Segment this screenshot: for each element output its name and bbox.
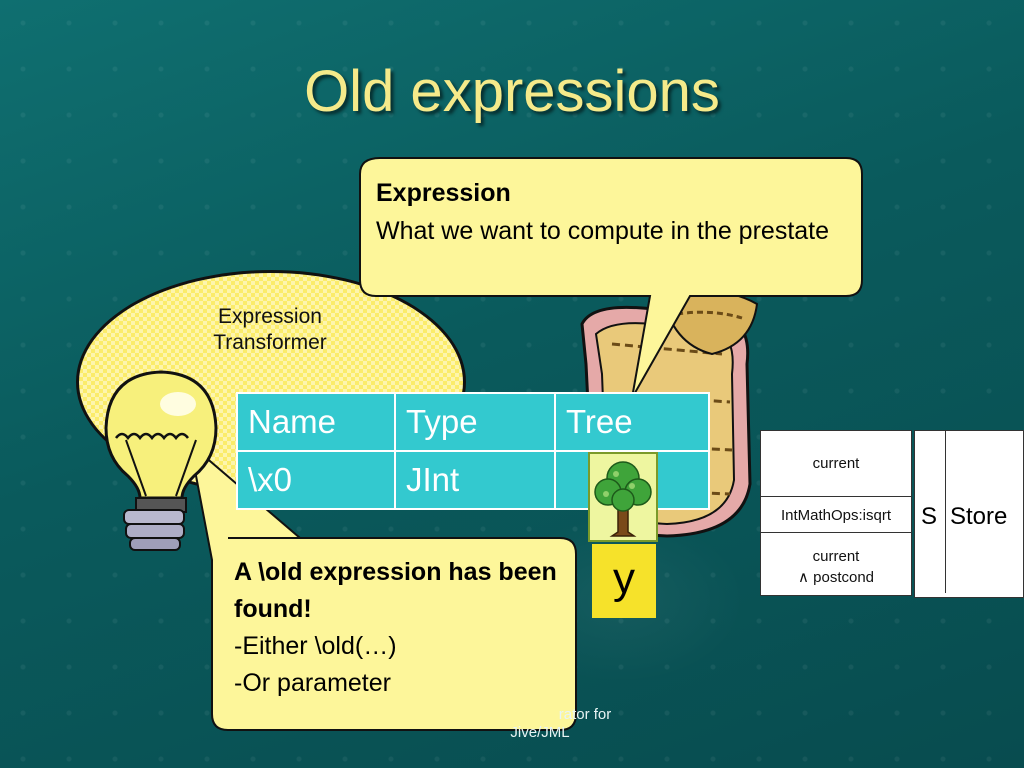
callout-expression-heading: Expression — [376, 179, 511, 207]
store-box: S Store — [914, 430, 1024, 598]
tree-label-y: y — [592, 544, 656, 618]
slide-title: Old expressions — [304, 59, 720, 124]
light-bulb-icon — [104, 370, 218, 551]
store-s-label: S — [921, 503, 938, 530]
stack-bottom-line2: ∧ postcond — [797, 569, 875, 586]
callout-expression-shape — [359, 157, 863, 399]
table-header-tree: Tree — [554, 392, 710, 452]
table-cell-name: \x0 — [236, 450, 396, 510]
stack-middle-cell: IntMathOps:isqrt — [780, 507, 892, 524]
footer-text: rator for Jive/JML — [440, 706, 640, 742]
table-header-name: Name — [236, 392, 396, 452]
callout-old-shape — [188, 441, 577, 731]
store-label: Store — [950, 503, 1008, 530]
stack-divider — [761, 496, 911, 497]
callout-old: A \old expression has been found! -Eithe… — [234, 554, 568, 702]
table-header-row: Name Type Tree — [236, 392, 710, 452]
footer-line1: rator for — [558, 706, 612, 723]
symbol-table: Name Type Tree \x0 JInt — [236, 392, 710, 510]
stack-top-cell: current — [812, 455, 860, 472]
callout-old-heading: A \old expression has been found! — [234, 558, 557, 623]
store-divider — [945, 431, 946, 593]
callout-expression: Expression What we want to compute in th… — [376, 174, 846, 250]
call-stack: current IntMathOps:isqrt current ∧ postc… — [760, 430, 912, 596]
stack-divider — [761, 532, 911, 533]
footer-line2: Jive/JML — [510, 724, 570, 741]
table-cell-type: JInt — [394, 450, 556, 510]
callout-old-line2: -Or parameter — [234, 669, 391, 697]
tree-icon — [588, 452, 658, 542]
table-header-type: Type — [394, 392, 556, 452]
callout-expression-body: What we want to compute in the prestate — [376, 217, 830, 245]
stack-bottom-line1: current — [812, 548, 860, 565]
ellipse-label: Expression Transformer — [213, 305, 327, 354]
callout-old-line1: -Either \old(…) — [234, 632, 397, 660]
